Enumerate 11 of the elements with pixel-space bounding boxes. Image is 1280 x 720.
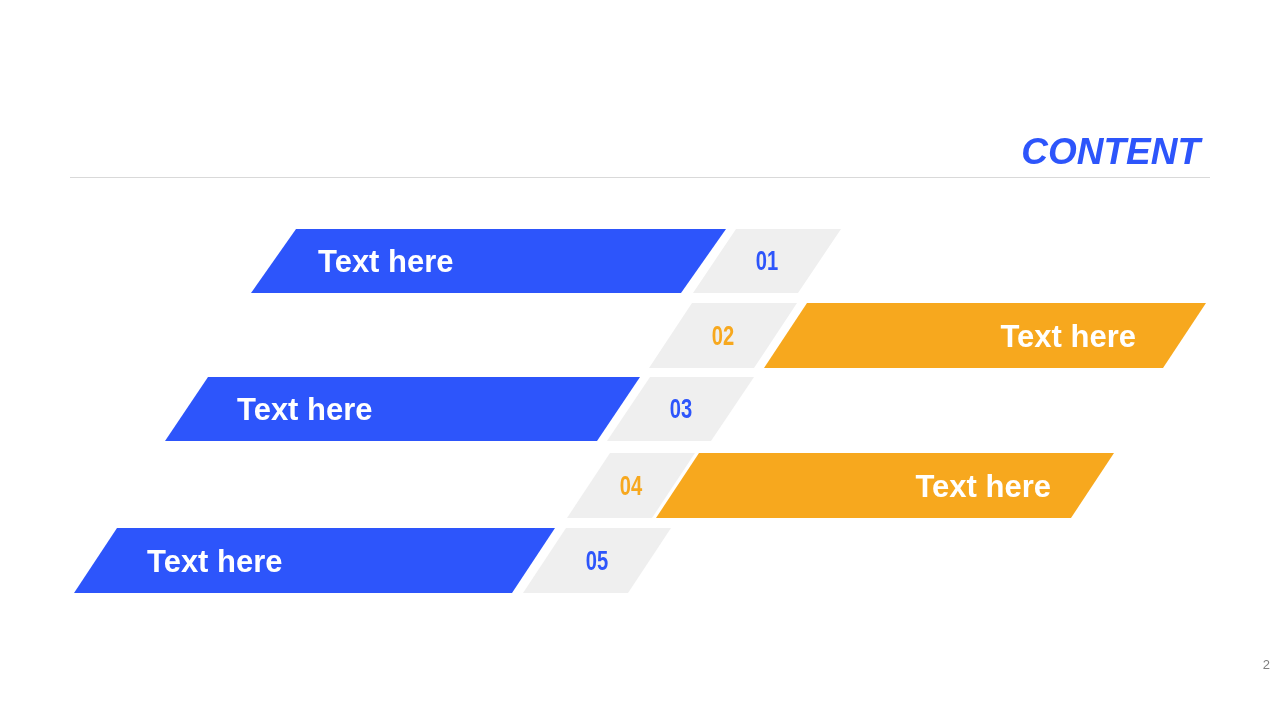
banner-text: Text here bbox=[915, 470, 1051, 501]
step-number: 05 bbox=[585, 546, 609, 575]
banner-text: Text here bbox=[1000, 320, 1136, 351]
step-number: 02 bbox=[711, 321, 735, 350]
step-number: 04 bbox=[619, 471, 643, 500]
banner-text: Text here bbox=[237, 393, 373, 425]
step-number: 03 bbox=[669, 395, 692, 423]
page-number: 2 bbox=[1262, 658, 1270, 671]
banner-text: Text here bbox=[318, 245, 454, 277]
step-number: 01 bbox=[755, 247, 779, 275]
banner-text: Text here bbox=[147, 545, 283, 576]
